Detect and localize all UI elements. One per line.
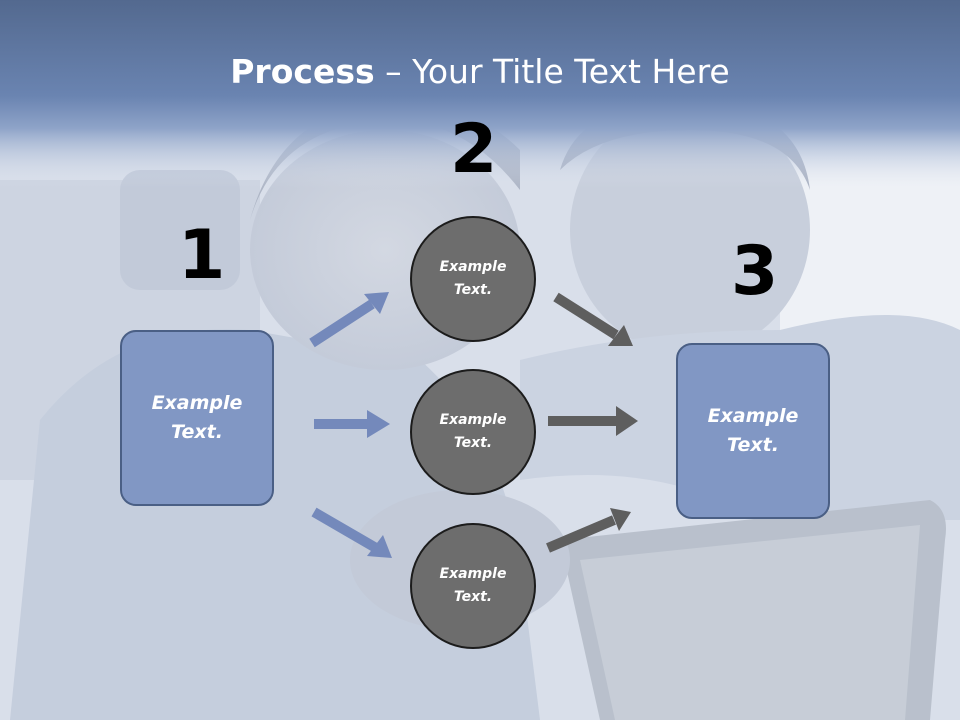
arrow-1-to-top: [309, 299, 375, 348]
step-1-text-line2: Text.: [171, 421, 223, 443]
step-number-2: 2: [450, 110, 498, 189]
arrow-1-to-bottom: [311, 507, 379, 553]
circle-middle-line2: Text.: [453, 435, 493, 451]
title-rest: – Your Title Text Here: [374, 52, 730, 91]
circle-bottom-line1: Example: [439, 566, 507, 582]
arrow-bottom-to-3: [546, 515, 616, 553]
circle-middle-line1: Example: [439, 412, 507, 428]
arrowhead-1-bottom: [367, 535, 392, 558]
step-number-1: 1: [178, 216, 226, 295]
step-number-3: 3: [731, 232, 779, 311]
arrowhead-bottom-3: [610, 508, 631, 531]
circle-top-line2: Text.: [453, 282, 493, 298]
page-title: Process – Your Title Text Here: [0, 52, 960, 91]
arrow-top-to-3: [553, 292, 619, 340]
step-3-text-line2: Text.: [727, 434, 779, 456]
step-3-text-line1: Example: [707, 405, 799, 427]
arrowhead-top-3: [608, 325, 633, 346]
arrowhead-1-top: [364, 292, 389, 314]
arrowhead-middle-3: [616, 406, 638, 436]
arrowhead-1-middle: [367, 410, 390, 438]
step-1-text-line1: Example: [151, 392, 243, 414]
circle-top-line1: Example: [439, 259, 507, 275]
title-bold: Process: [230, 52, 375, 91]
circle-bottom-line2: Text.: [453, 589, 493, 605]
